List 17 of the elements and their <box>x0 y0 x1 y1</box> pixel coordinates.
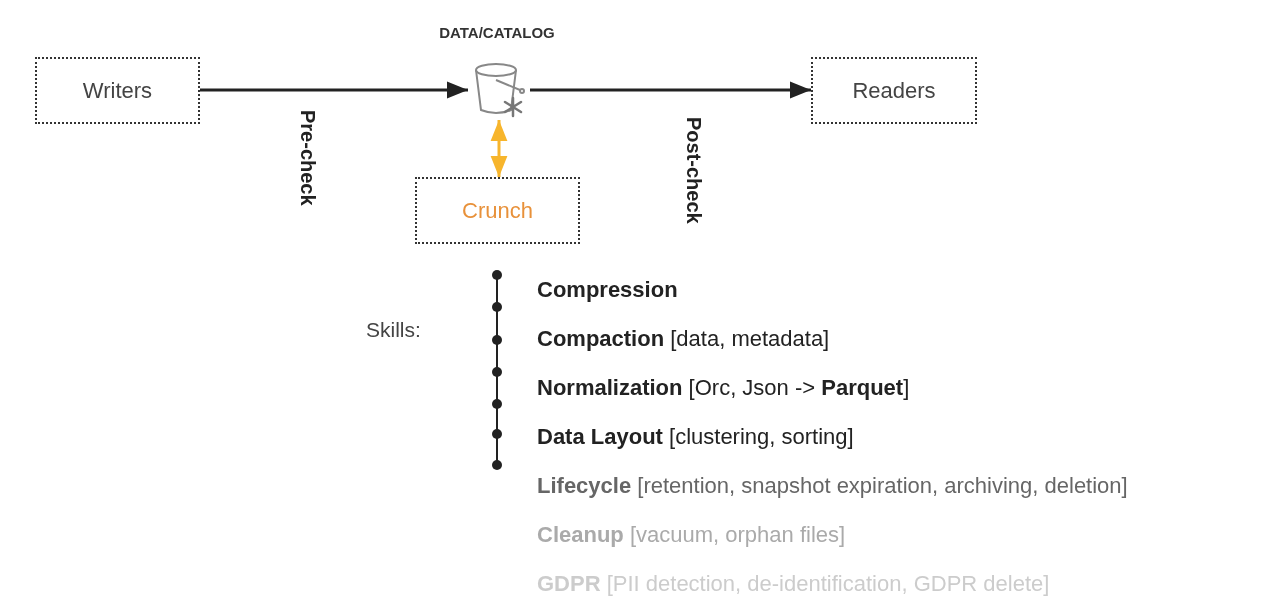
arrow <box>530 81 811 99</box>
skill-item: Compaction [data, metadata] <box>537 326 830 352</box>
arrow <box>490 120 508 177</box>
process-box <box>811 57 977 124</box>
skill-item: Normalization [Orc, Json -> Parquet] <box>537 375 910 401</box>
skill-item: Lifecycle [retention, snapshot expiration, archiving, deletion] <box>537 473 1128 499</box>
box-label: Readers <box>852 77 936 104</box>
box-label: Writers <box>82 77 153 104</box>
skill-item: Data Layout [clustering, sorting] <box>537 424 854 450</box>
node-caption: DATA/CATALOG <box>439 24 555 41</box>
skill-item: Cleanup [vacuum, orphan files] <box>537 522 846 548</box>
process-box <box>415 177 580 244</box>
skill-item: Compression <box>537 277 678 303</box>
process-box <box>35 57 200 124</box>
box-label: Crunch <box>462 197 533 224</box>
section-label: Skills: <box>366 318 421 342</box>
arrow <box>200 81 468 99</box>
